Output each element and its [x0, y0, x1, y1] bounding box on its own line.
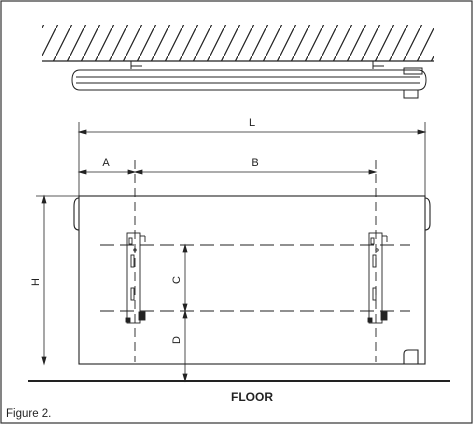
dimension-h [36, 194, 79, 366]
dimension-l [77, 122, 427, 224]
heater-top-view [71, 61, 427, 99]
dimension-label-l: L [249, 117, 255, 129]
figure-caption: Figure 2. [6, 408, 51, 420]
dimension-a-b [77, 169, 378, 175]
heater-front-panel [73, 195, 431, 365]
bracket-centerlines [134, 160, 377, 362]
wall-bracket-right [367, 232, 388, 324]
dimension-label-d: D [171, 336, 183, 344]
floor-label: FLOOR [231, 390, 273, 404]
horizontal-reference-lines [100, 244, 410, 312]
dimension-label-b: B [251, 157, 258, 169]
dimension-label-a: A [102, 157, 110, 169]
wall-bracket-left [125, 232, 146, 324]
dimension-c-d [182, 243, 188, 383]
dimension-label-h: H [30, 278, 42, 286]
ceiling [42, 25, 434, 62]
dimension-label-c: C [171, 276, 183, 284]
